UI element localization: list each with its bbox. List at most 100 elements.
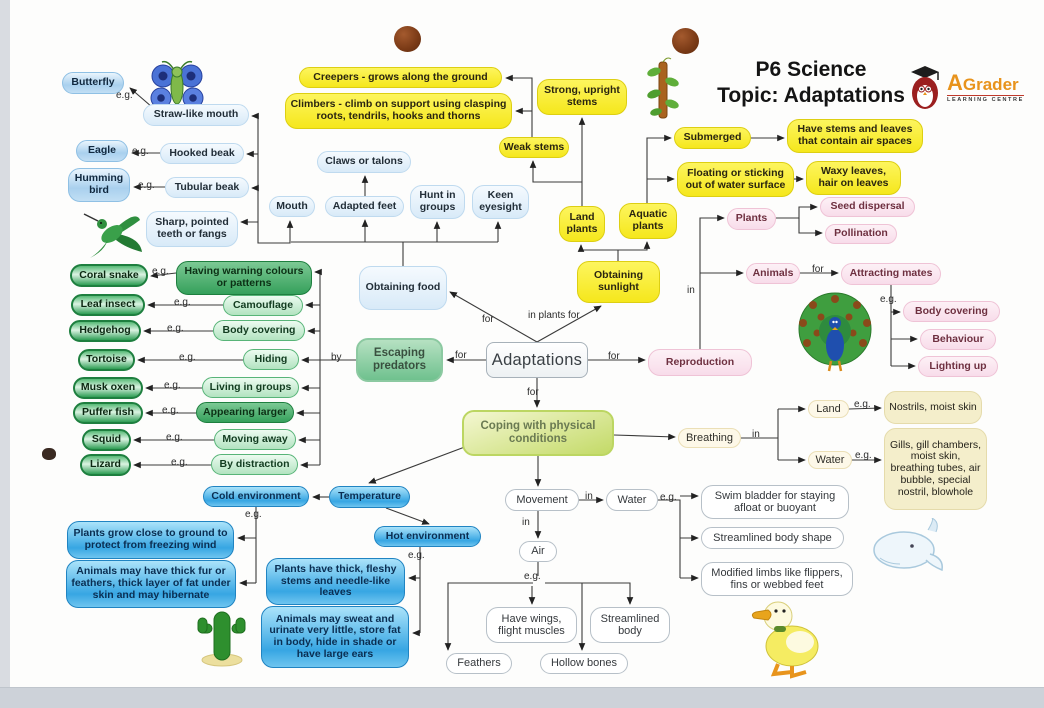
node-movement: Movement bbox=[505, 489, 579, 511]
edge-label: e.g. bbox=[162, 405, 179, 416]
node-land-breathing: Land bbox=[808, 400, 849, 418]
node-plants-cold: Plants grow close to ground to protect f… bbox=[67, 521, 234, 559]
node-adapted-feet: Adapted feet bbox=[325, 196, 404, 217]
node-animals-hot: Animals may sweat and urinate very littl… bbox=[261, 606, 409, 668]
edge-label: e.g. bbox=[152, 266, 169, 277]
edge-label: e.g. bbox=[245, 509, 262, 520]
node-escaping-predators: Escaping predators bbox=[356, 338, 443, 382]
node-squid: Squid bbox=[82, 429, 131, 451]
edge-label: e.g. bbox=[854, 399, 871, 410]
edge-label: for bbox=[812, 264, 824, 275]
edge-label: e.g. bbox=[524, 571, 541, 582]
node-land-plants: Land plants bbox=[559, 206, 605, 242]
edge-label: for bbox=[527, 387, 539, 398]
magnet-pin-left bbox=[394, 26, 421, 52]
logo-letter-a: A bbox=[947, 69, 963, 95]
node-hollow-bones: Hollow bones bbox=[540, 653, 628, 674]
node-by-distraction: By distraction bbox=[211, 454, 298, 475]
title-line1: P6 Science bbox=[755, 58, 867, 81]
node-lighting-up: Lighting up bbox=[918, 356, 998, 377]
node-feathers: Feathers bbox=[446, 653, 512, 674]
node-leaf-insect: Leaf insect bbox=[71, 294, 145, 316]
node-plants-repro: Plants bbox=[727, 208, 776, 230]
node-obtaining-sunlight: Obtaining sunlight bbox=[577, 261, 660, 303]
node-streamlined-body: Streamlined body bbox=[590, 607, 670, 643]
edge-label: for bbox=[455, 350, 467, 361]
edge-label: e.g. bbox=[138, 180, 155, 191]
node-musk-oxen: Musk oxen bbox=[73, 377, 143, 399]
node-weak-stems: Weak stems bbox=[499, 137, 569, 158]
title-line2: Topic: Adaptations bbox=[717, 84, 905, 107]
edge-label: by bbox=[331, 352, 342, 363]
node-butterfly: Butterfly bbox=[62, 72, 124, 94]
connector-line bbox=[776, 203, 818, 219]
node-temperature: Temperature bbox=[329, 486, 410, 508]
node-hunt-in-groups: Hunt in groups bbox=[410, 185, 465, 219]
edge-label: e.g. bbox=[408, 550, 425, 561]
node-eagle: Eagle bbox=[76, 140, 128, 162]
node-have-wings: Have wings, flight muscles bbox=[486, 607, 577, 643]
node-tubular-beak: Tubular beak bbox=[165, 177, 249, 198]
owl-logo-icon bbox=[911, 66, 939, 109]
node-living-in-groups: Living in groups bbox=[202, 377, 299, 398]
whale-illustration bbox=[873, 518, 943, 572]
node-moving-away: Moving away bbox=[214, 429, 296, 450]
node-humming-bird: Humming bird bbox=[68, 168, 130, 202]
edge-label: in bbox=[687, 285, 695, 296]
photo-artifact bbox=[42, 448, 56, 460]
connector-line bbox=[368, 444, 471, 484]
node-obtaining-food: Obtaining food bbox=[359, 266, 447, 310]
node-puffer-fish: Puffer fish bbox=[73, 402, 143, 424]
photo-bottom-margin bbox=[0, 687, 1044, 708]
edge-label: in bbox=[585, 491, 593, 502]
edge-label: e.g. bbox=[167, 323, 184, 334]
connector-line bbox=[646, 134, 672, 203]
logo-tagline: LEARNING CENTRE bbox=[947, 94, 1024, 103]
edge-label: e.g. bbox=[880, 294, 897, 305]
node-animals-repro: Animals bbox=[746, 263, 800, 284]
node-reproduction: Reproduction bbox=[648, 349, 752, 376]
agrader-logo: AGrader LEARNING CENTRE bbox=[905, 62, 1024, 112]
node-hot-environment: Hot environment bbox=[374, 526, 481, 547]
node-sharp-teeth: Sharp, pointed teeth or fangs bbox=[146, 211, 238, 247]
node-stems-air-spaces: Have stems and leaves that contain air s… bbox=[787, 119, 923, 153]
node-waxy-leaves: Waxy leaves, hair on leaves bbox=[806, 161, 901, 195]
node-submerged: Submerged bbox=[674, 127, 751, 149]
node-pollination: Pollination bbox=[825, 224, 897, 244]
node-strong-upright-stems: Strong, upright stems bbox=[537, 79, 627, 115]
node-gills: Gills, gill chambers, moist skin, breath… bbox=[884, 428, 987, 510]
node-air: Air bbox=[519, 541, 557, 562]
edge-label: e.g. bbox=[855, 450, 872, 461]
node-hedgehog: Hedgehog bbox=[69, 320, 141, 342]
node-hiding: Hiding bbox=[243, 349, 299, 370]
node-modified-limbs: Modified limbs like flippers, fins or we… bbox=[701, 562, 853, 596]
edge-label: e.g. bbox=[660, 492, 677, 503]
edge-label: e.g. bbox=[171, 457, 188, 468]
node-camouflage: Camouflage bbox=[223, 295, 303, 316]
connector-line bbox=[618, 241, 651, 251]
node-water-movement: Water bbox=[606, 489, 658, 511]
edge-label: e.g. bbox=[164, 380, 181, 391]
duck-illustration bbox=[751, 601, 819, 679]
node-creepers: Creepers - grows along the ground bbox=[299, 67, 502, 88]
node-lizard: Lizard bbox=[80, 454, 131, 476]
edge-label: e.g. bbox=[132, 146, 149, 157]
node-claws-talons: Claws or talons bbox=[317, 151, 411, 173]
edge-label: e.g. bbox=[166, 432, 183, 443]
node-swim-bladder: Swim bladder for staying afloat or buoya… bbox=[701, 485, 849, 519]
edge-label: e.g. bbox=[179, 352, 196, 363]
photo-left-margin bbox=[0, 0, 10, 707]
edge-label: for bbox=[608, 351, 620, 362]
connector-line bbox=[577, 244, 619, 261]
magnet-pin-right bbox=[672, 28, 699, 54]
node-coping-physical: Coping with physical conditions bbox=[462, 410, 614, 456]
edge-label: in bbox=[752, 429, 760, 440]
connector-line bbox=[529, 160, 582, 183]
node-warning-colours: Having warning colours or patterns bbox=[176, 261, 312, 295]
edge-label: e.g. bbox=[174, 297, 191, 308]
node-plants-hot: Plants have thick, fleshy stems and need… bbox=[266, 558, 405, 605]
node-aquatic-plants: Aquatic plants bbox=[619, 203, 677, 239]
node-mouth: Mouth bbox=[269, 196, 315, 217]
node-body-covering-mates: Body covering bbox=[903, 301, 1000, 322]
